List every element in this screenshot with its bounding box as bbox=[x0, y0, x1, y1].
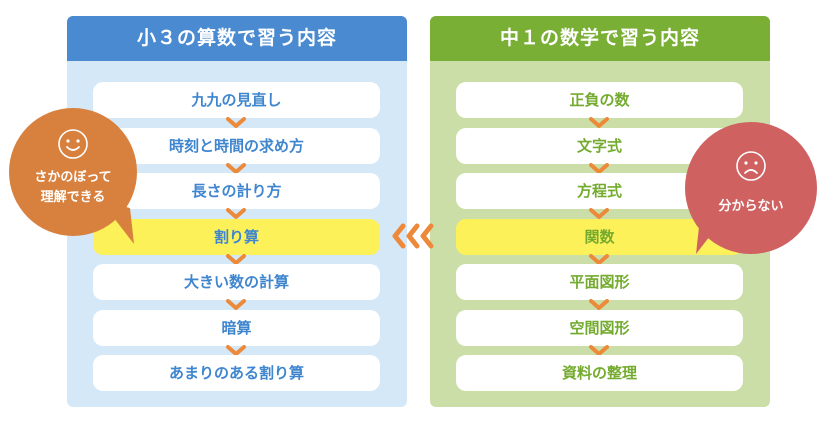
sad-face-icon bbox=[736, 151, 766, 181]
topic-item: 暗算 bbox=[93, 310, 380, 346]
topic-item-highlighted: 関数 bbox=[456, 219, 743, 255]
chevron-down-icon bbox=[588, 299, 610, 311]
topic-item: 文字式 bbox=[456, 128, 743, 164]
bubble-text-line2: 理解できる bbox=[40, 190, 106, 205]
bubble-text-line1: さかのぼって bbox=[34, 170, 112, 185]
topic-item: 時刻と時間の求め方 bbox=[93, 128, 380, 164]
panel-title: 小３の算数で習う内容 bbox=[67, 16, 407, 61]
chevron-down-icon bbox=[225, 299, 247, 311]
topic-item: 九九の見直し bbox=[93, 82, 380, 118]
junior-high-grade1-panel: 中１の数学で習う内容 正負の数 文字式 方程式 関数 平面図形 空間図形 資料の… bbox=[430, 16, 770, 407]
chevron-down-icon bbox=[225, 254, 247, 266]
topic-item: 大きい数の計算 bbox=[93, 264, 380, 300]
chevron-down-icon bbox=[225, 163, 247, 175]
topic-item: 空間図形 bbox=[456, 310, 743, 346]
topic-item: あまりのある割り算 bbox=[93, 355, 380, 391]
topic-item: 正負の数 bbox=[456, 82, 743, 118]
elementary-grade3-panel: 小３の算数で習う内容 九九の見直し 時刻と時間の求め方 長さの計り方 割り算 大… bbox=[67, 16, 407, 407]
chevron-down-icon bbox=[225, 345, 247, 357]
smile-face-icon bbox=[58, 129, 88, 159]
chevron-down-icon bbox=[588, 208, 610, 220]
chevron-down-icon bbox=[588, 163, 610, 175]
bubble-text-line1: 分からない bbox=[718, 199, 784, 214]
panel-title: 中１の数学で習う内容 bbox=[430, 16, 770, 61]
understand-speech-bubble: さかのぼって 理解できる bbox=[9, 108, 137, 236]
topic-item-highlighted: 割り算 bbox=[93, 219, 380, 255]
chevron-down-icon bbox=[588, 254, 610, 266]
topic-item: 平面図形 bbox=[456, 264, 743, 300]
chevron-down-icon bbox=[225, 117, 247, 129]
chevron-down-icon bbox=[225, 208, 247, 220]
triple-chevron-left-icon bbox=[391, 222, 441, 250]
dont-understand-speech-bubble: 分からない bbox=[685, 122, 817, 254]
topic-item: 資料の整理 bbox=[456, 355, 743, 391]
chevron-down-icon bbox=[588, 345, 610, 357]
chevron-down-icon bbox=[588, 117, 610, 129]
topic-item: 長さの計り方 bbox=[93, 173, 380, 209]
